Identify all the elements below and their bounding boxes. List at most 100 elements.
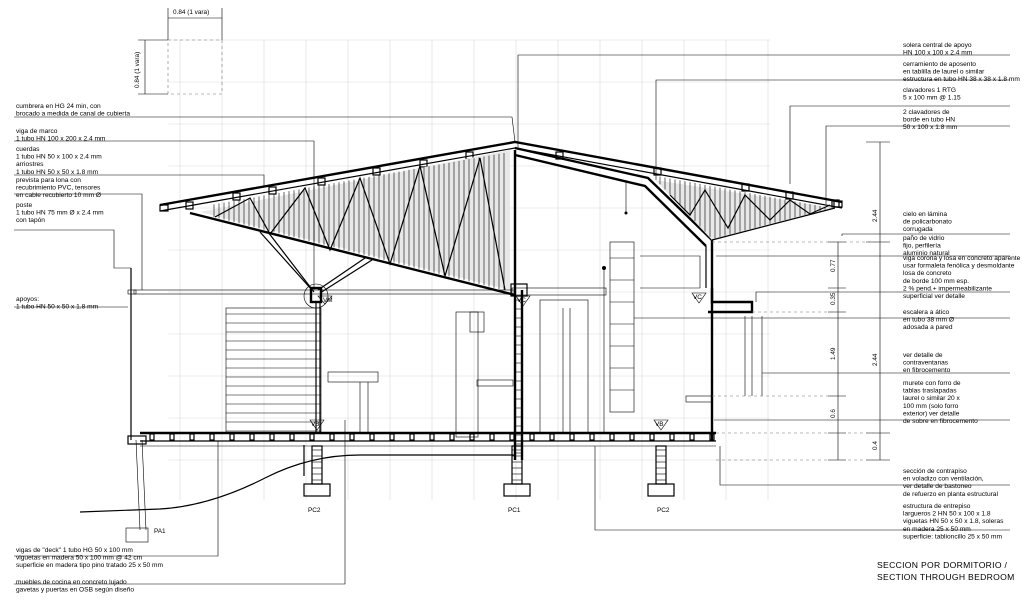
right-note-2-line-0: clavadores 1 RTG [903, 87, 956, 94]
vb2-marker: VB [653, 419, 669, 431]
right-note-6-line-0: viga corona y losa en concreto aparente [903, 255, 1021, 262]
right-note-6-line-2: losa de concreto [903, 270, 952, 277]
right-note-11-line-3: en madera 25 x 50 mm [903, 526, 971, 533]
right-note-1-line-1: en tablilla de laurel o similar [903, 69, 985, 76]
left-note-0-line-1: brocado a medida de canal de cubierta [16, 111, 130, 118]
level-markers: VM VC VC VB VB [309, 292, 707, 431]
left-note-3-line-0: prevista para lona con [16, 177, 81, 184]
left-note-6-line-1: viguetas en madera 50 x 100 mm @ 42 cm [16, 555, 143, 562]
right-note-3-line-2: 50 x 100 x 1.8 mm [903, 124, 958, 131]
left-note-2-line-1: 1 tubo HN 50 x 100 x 2.4 mm [16, 154, 102, 161]
right-note-9-line-3: 100 mm (solo forro [903, 403, 959, 410]
left-note-2-line-3: 1 tubo HN 50 x 50 x 1.8 mm [16, 169, 99, 176]
right-note-4-line-2: corrugada [903, 226, 933, 233]
left-note-0-line-0: cumbrera en HG 24 min, con [16, 103, 101, 110]
right-note-4-line-0: cielo en lámina [903, 211, 947, 218]
svg-text:VC: VC [693, 294, 702, 301]
vara-v-label: 0.84 (1 vara) [134, 52, 141, 88]
right-note-9-line-5: de sobre en fibrocemento [903, 418, 978, 425]
right-note-10-line-3: de refuerzo en planta estructural [903, 491, 998, 498]
left-note-7-line-1: gavetas y puertas en OSB según diseño [16, 587, 134, 594]
left-note-5-line-0: apoyos: [16, 296, 39, 303]
svg-text:VB: VB [311, 421, 320, 428]
floor-deck [127, 431, 716, 447]
right-note-6-line-5: superficial ver detalle [903, 293, 965, 300]
dim-149: 1.49 [830, 347, 837, 360]
right-note-10-line-2: ver detalle de bastoneo [903, 483, 972, 490]
left-note-3-line-2: en cable recubierto 10 mm Ø [16, 192, 101, 199]
dim-077: 0.77 [830, 259, 837, 272]
right-note-0-line-1: HN 100 x 100 x 2.4 mm [903, 50, 973, 57]
right-note-8-line-2: en fibrocemento [903, 367, 951, 374]
title-en: SECTION THROUGH BEDROOM [877, 572, 1015, 582]
right-note-7-line-0: escalera a ático [903, 309, 950, 316]
pa1-label: PA1 [154, 528, 166, 535]
left-note-7-line-0: muebles de cocina en concreto lujado [16, 579, 127, 586]
right-note-2-line-1: 5 x 100 mm @ 1.15 [903, 95, 961, 102]
vb1-marker: VB [309, 419, 325, 431]
drawing-title: SECCION POR DORMITORIO / SECTION THROUGH… [877, 560, 1015, 582]
right-note-7-line-1: en tubo 38 mm Ø [903, 317, 954, 324]
svg-text:VB: VB [655, 421, 664, 428]
dim-035: 0.35 [830, 292, 837, 305]
svg-text:VC: VC [517, 297, 526, 304]
svg-text:VM: VM [323, 297, 333, 304]
right-note-8-line-0: ver detalle de [903, 352, 943, 359]
structure-posts [259, 150, 714, 460]
deck-supports [79, 268, 607, 543]
vara-dimension: 0.84 (1 vara) 0.84 (1 vara) [134, 8, 223, 95]
title-es: SECCION POR DORMITORIO / [877, 560, 1008, 570]
right-note-1-line-2: estructura en tubo HN 38 x 38 x 1.8 mm [903, 76, 1020, 83]
vc2-marker: VC [691, 292, 707, 304]
left-note-6-line-0: vigas de "deck" 1 tubo HG 50 x 100 mm [16, 547, 133, 554]
right-note-3-line-0: 2 clavadores de [903, 109, 950, 116]
right-note-11-line-4: superficie: tablioncillo 25 x 50 mm [903, 533, 1002, 540]
left-note-6-line-2: superficie en madera tipo pino tratado 2… [16, 562, 163, 569]
left-note-3-line-1: recubrimiento PVC, tensores [16, 185, 101, 192]
right-note-3-line-1: borde en tubo HN [903, 117, 955, 124]
right-note-10-line-0: sección de contrapiso [903, 468, 967, 475]
right-note-11-line-1: largueros 2 HN 50 x 100 x 1.8 [903, 511, 991, 518]
right-note-9-line-1: tablas traslapadas [903, 388, 957, 395]
background-grid [168, 39, 770, 500]
right-note-5-line-1: fijo, perfilería [903, 243, 941, 250]
dim-244-top: 2.44 [872, 209, 879, 222]
left-note-5-line-1: 1 tubo HN 50 x 50 x 1.8 mm [16, 304, 99, 311]
right-note-0-line-0: solera central de apoyo [903, 42, 972, 49]
left-note-2-line-0: cuerdas [16, 146, 40, 153]
leader-lines [14, 54, 1010, 585]
right-note-11-line-2: viguetas HN 50 x 50 x 1.8, soleras [903, 518, 1004, 525]
vc1-marker: VC [515, 295, 531, 307]
right-note-7-line-2: adosada a pared [903, 324, 953, 331]
foundations: PC2 PC1 PC2 PA1 [154, 445, 675, 535]
right-note-1-line-0: cerramiento de aposento [903, 61, 976, 68]
pc2-right-label: PC2 [657, 507, 670, 514]
right-note-6-line-1: usar formaleta fenólica y desmoldante [903, 263, 1015, 270]
vara-h-label: 0.84 (1 vara) [173, 9, 209, 16]
right-note-9-line-2: laurel o similar 20 x [903, 395, 961, 402]
dim-244-mid: 2.44 [872, 353, 879, 366]
left-note-1-line-0: viga de marco [16, 128, 58, 135]
right-note-6-line-4: 2 % pend.+ impermeabilizante [903, 285, 992, 292]
right-note-8-line-1: contraventanas [903, 360, 949, 367]
pc1-label: PC1 [508, 507, 521, 514]
dim-04: 0.4 [872, 441, 879, 450]
left-note-1-line-1: 1 tubo HN 100 x 200 x 2.4 mm [16, 136, 106, 143]
right-note-10-line-1: en voladizo con ventilación, [903, 476, 984, 483]
right-note-6-line-3: de borde 100 mm esp. [903, 278, 969, 285]
vm-marker: VM [317, 295, 333, 305]
right-note-9-line-4: exterior) ver detalle [903, 410, 960, 417]
roof-structure [159, 140, 843, 297]
left-note-4-line-0: poste [16, 202, 32, 209]
left-note-2-line-2: arriostres [16, 161, 44, 168]
dim-06: 0.6 [830, 409, 837, 418]
left-note-4-line-1: 1 tubo HN 75 mm Ø x 2.4 mm [16, 210, 104, 217]
right-note-9-line-0: murete con forro de [903, 380, 961, 387]
right-note-5-line-2: aluminio natural [903, 250, 950, 257]
interior-elements [225, 182, 763, 438]
vertical-dimensions: 2.44 0.77 0.35 1.49 2.44 0.6 0.4 [712, 141, 890, 461]
right-note-4-line-1: de policarbonato [903, 219, 952, 226]
